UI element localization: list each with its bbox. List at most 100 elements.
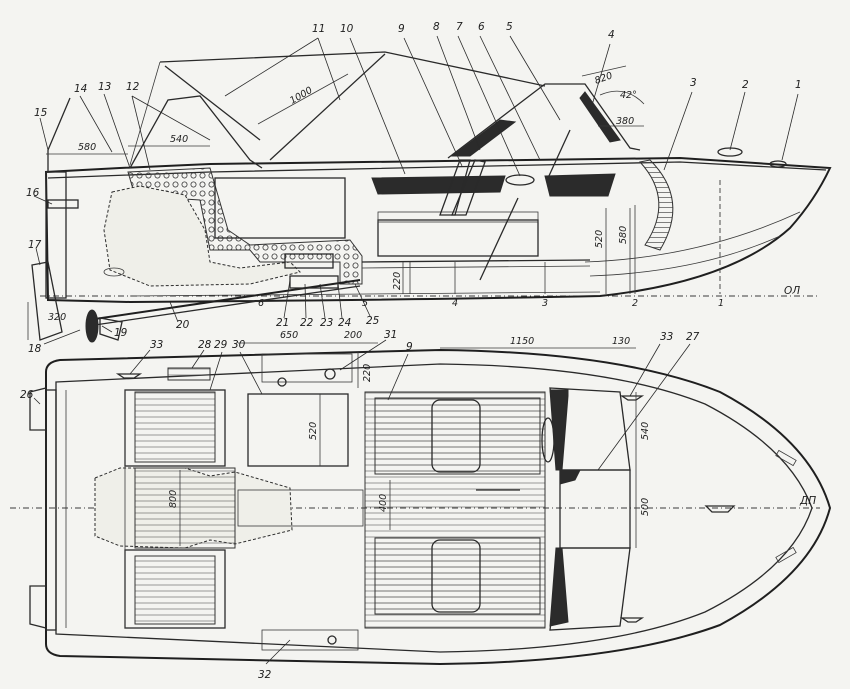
station-3: 3 — [542, 298, 548, 309]
bow-bulkhead — [639, 159, 674, 251]
propeller-shaft — [87, 279, 361, 321]
plan-dimension-text: 650 200 220 1150 130 540 500 520 800 400 — [168, 330, 651, 516]
station-5: 5 — [362, 298, 368, 309]
seat-back-b — [451, 159, 486, 216]
cockpit-floor-2 — [361, 265, 591, 269]
dim-520: 520 — [594, 230, 605, 248]
front-seat-left — [374, 397, 541, 475]
fuel-tank-plan — [261, 629, 359, 651]
station-4: 4 — [452, 298, 458, 309]
windshield-tint-2 — [579, 91, 621, 143]
hull-plan-inner — [55, 363, 813, 653]
windshield — [447, 83, 641, 159]
seat-back-a — [439, 159, 471, 216]
dim-380: 380 — [616, 116, 634, 127]
callout-18: 18 — [28, 343, 42, 355]
hatch-cover — [261, 353, 353, 383]
side-window-front — [544, 173, 616, 197]
dim-220: 220 — [392, 272, 403, 290]
callout-7: 7 — [456, 21, 463, 33]
station-2: 2 — [632, 298, 638, 309]
vent-grille — [167, 367, 211, 381]
callout-12: 12 — [126, 81, 140, 93]
dim-580b: 580 — [618, 226, 629, 244]
station-1: 1 — [718, 298, 724, 309]
dim-540-plan: 540 — [640, 422, 651, 440]
canopy-strut — [129, 61, 161, 166]
callout-4: 4 — [608, 29, 615, 41]
dim-220-plan: 220 — [362, 364, 373, 382]
chine-line — [584, 211, 801, 263]
callout-24: 24 — [338, 317, 351, 329]
callout-28: 28 — [198, 339, 212, 351]
callout-19: 19 — [114, 327, 128, 339]
callout-11: 11 — [312, 23, 325, 35]
cockpit-floor — [361, 259, 591, 263]
station-6: 6 — [258, 298, 264, 309]
callout-27: 27 — [686, 331, 700, 343]
searchlight — [717, 147, 743, 157]
centerline-label: ДП — [799, 495, 816, 507]
tank-fitting — [103, 267, 125, 277]
seat-base — [377, 219, 539, 257]
front-seat-right — [374, 537, 541, 615]
baseline-label: ОЛ — [784, 285, 800, 297]
callout-30: 30 — [232, 339, 246, 351]
plan-view — [10, 339, 832, 666]
dim-1000: 1000 — [288, 85, 314, 107]
canopy-bow-2 — [269, 53, 386, 161]
throttle-lever — [547, 129, 571, 179]
callout-8: 8 — [433, 21, 440, 33]
callout-14: 14 — [74, 83, 87, 95]
engine-hatch — [247, 393, 349, 467]
dim-400: 400 — [378, 494, 389, 512]
front-seat-left-cushion — [431, 399, 481, 473]
callout-6: 6 — [478, 21, 485, 33]
callout-10: 10 — [340, 23, 354, 35]
flag-pole — [47, 97, 71, 151]
side-station-marks: 1 2 3 4 5 6 ОЛ — [258, 285, 800, 309]
propeller-shaft-lower — [87, 285, 361, 327]
plan-leaders — [33, 339, 691, 665]
hull-plan-outline — [45, 348, 832, 666]
callout-29: 29 — [214, 339, 228, 351]
dim-580: 580 — [78, 142, 96, 153]
seat-cushion — [377, 211, 539, 223]
side-window-rear — [371, 175, 506, 195]
reverse-gear — [284, 253, 334, 269]
trim-tab-left — [29, 387, 47, 431]
callout-25: 25 — [366, 315, 380, 327]
rear-bench — [134, 467, 236, 549]
callout-20: 20 — [176, 319, 190, 331]
callout-26: 26 — [20, 389, 34, 401]
rudder — [31, 261, 63, 341]
callout-5: 5 — [506, 21, 513, 33]
callout-33b: 33 — [660, 331, 673, 343]
callout-9: 9 — [398, 23, 405, 35]
bow-rail-right — [775, 546, 797, 564]
side-dimension-lines — [27, 65, 645, 340]
callout-22: 22 — [300, 317, 314, 329]
dim-650: 650 — [280, 330, 298, 341]
shift-lever — [479, 197, 519, 281]
callout-21: 21 — [276, 317, 289, 329]
transom-plan — [45, 389, 57, 631]
bow-cleat — [769, 160, 787, 168]
keel-line — [129, 291, 601, 297]
cleat-fwd-left — [619, 395, 645, 401]
plan-callout-labels: 33 28 29 30 31 9 33 27 26 32 ДП — [20, 329, 816, 681]
windscreen-frame-center — [559, 469, 581, 485]
canopy-bow-1 — [164, 65, 261, 141]
dim-320: 320 — [48, 312, 66, 323]
dim-42: 42° — [620, 90, 637, 101]
side-view — [27, 35, 832, 345]
canopy-frame — [129, 95, 263, 169]
callout-16: 16 — [26, 187, 40, 199]
callout-23: 23 — [320, 317, 333, 329]
aft-seat-right — [134, 555, 216, 625]
dim-800: 800 — [168, 490, 179, 508]
trim-tab-right — [29, 585, 47, 629]
callout-13: 13 — [98, 81, 111, 93]
